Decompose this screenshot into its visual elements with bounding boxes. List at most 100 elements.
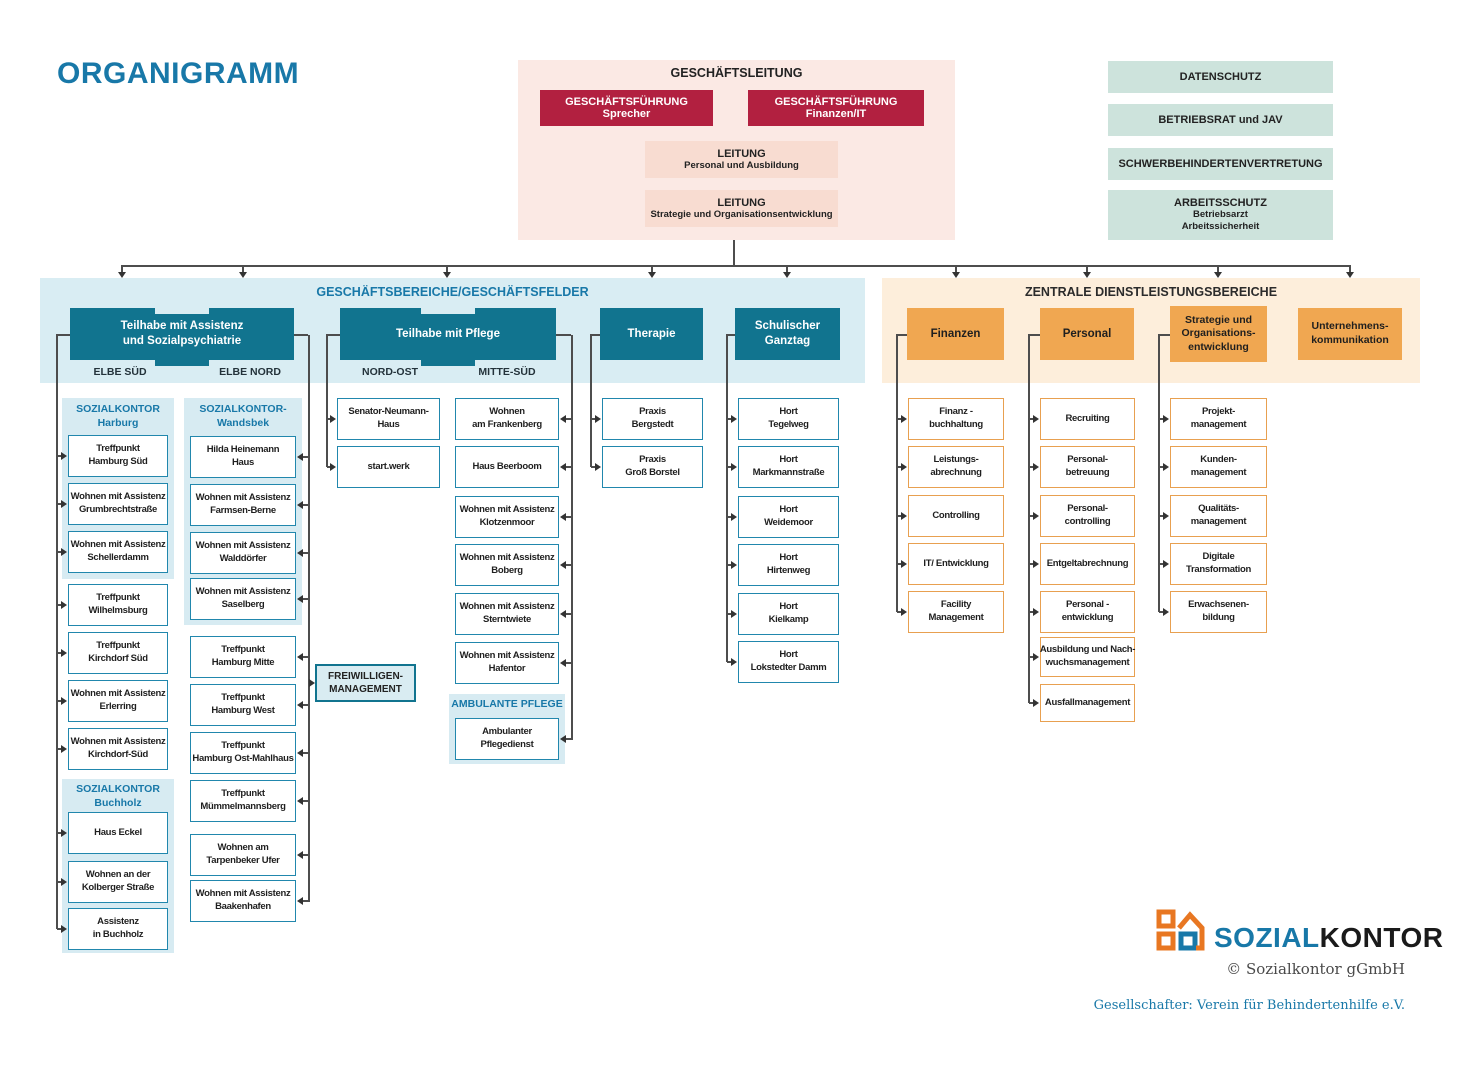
connector-stub <box>302 752 310 754</box>
org-box-label: Wilhelmsburg <box>88 605 148 616</box>
committee-title: ARBEITSSCHUTZ <box>1174 197 1267 210</box>
connector-rail <box>56 335 58 929</box>
arrowhead-right-icon <box>1033 653 1039 661</box>
org-box-label: Facility <box>940 599 972 611</box>
committee-box-arbeitsschutz: ARBEITSSCHUTZ Betriebsarzt Arbeitssicher… <box>1108 190 1333 240</box>
connector-branch-link <box>1158 334 1170 336</box>
branch-box-personal: Personal <box>1040 308 1134 360</box>
org-box-label: Hirtenweg <box>766 565 811 576</box>
branch-box-teilhabe-pflege: Teilhabe mit Pflege <box>340 308 556 360</box>
branch-box-therapie: Therapie <box>600 308 703 360</box>
org-box-label: Ausbildung und Nach- <box>1039 644 1136 656</box>
freiwilligen-management-box: FREIWILLIGEN- MANAGEMENT <box>315 664 416 702</box>
org-box-label: Digitale <box>1202 551 1235 563</box>
connector-stub <box>302 456 310 458</box>
connector-stub <box>1029 702 1034 704</box>
org-box-label: Kirchdorf-Süd <box>88 749 148 760</box>
connector-stub <box>591 418 596 420</box>
arrowhead-down-icon <box>1083 272 1091 278</box>
region-label-nord-ost: NORD-OST <box>362 366 418 378</box>
connector-rail <box>896 335 898 612</box>
org-box-label: Praxis <box>639 454 666 466</box>
org-box-label: Haus Eckel <box>94 826 142 838</box>
connector-feed <box>733 240 735 267</box>
lead-role: LEITUNG <box>717 148 766 160</box>
org-box-label: Assistenz <box>97 916 139 928</box>
arrowhead-right-icon <box>61 745 67 753</box>
connector-stub <box>727 516 732 518</box>
org-box-label: Personal- <box>1067 454 1108 466</box>
org-box-label: SOZIALKONTOR <box>76 403 160 416</box>
org-box-label: Praxis <box>639 406 666 418</box>
arrowhead-down-icon <box>1346 272 1354 278</box>
branch-box-teilhabe-assistenz: Teilhabe mit Assistenz und Sozialpsychia… <box>70 308 294 360</box>
org-box-label: management <box>1190 419 1247 430</box>
arrowhead-right-icon <box>1033 699 1039 707</box>
region-label-elbe-sued: ELBE SÜD <box>93 366 147 378</box>
copyright-text: © Sozialkontor gGmbH <box>1226 960 1405 978</box>
connector-drop <box>786 265 788 273</box>
org-box-label: Wohnen mit Assistenz <box>459 504 555 516</box>
connector-stub <box>57 604 62 606</box>
connector-stub <box>897 466 902 468</box>
arrowhead-down-icon <box>118 272 126 278</box>
executive-area: Finanzen/IT <box>805 108 867 120</box>
org-box-label: Wohnen mit Assistenz <box>70 539 166 551</box>
arrowhead-right-icon <box>595 463 601 471</box>
org-box-label: Boberg <box>491 565 523 576</box>
org-box: Personal-betreuung <box>1040 446 1135 488</box>
connector-stub <box>1029 515 1034 517</box>
arrowhead-right-icon <box>61 649 67 657</box>
connector-top-rail <box>121 265 1351 267</box>
arrowhead-right-icon <box>1163 512 1169 520</box>
org-box-label: Walddörfer <box>219 553 267 564</box>
connector-stub <box>897 515 902 517</box>
arrowhead-right-icon <box>731 610 737 618</box>
connector-branch-link <box>56 334 70 336</box>
org-box-label: Mümmelmannsberg <box>200 801 286 812</box>
org-box-label: Qualitäts- <box>1198 503 1239 515</box>
connector-stub <box>727 466 732 468</box>
arrowhead-left-icon <box>297 549 303 557</box>
connector-stub <box>565 662 573 664</box>
org-box-label: Hamburg Ost-Mahlhaus <box>192 753 294 764</box>
committee-box-datenschutz: DATENSCHUTZ <box>1108 61 1333 93</box>
arrowhead-right-icon <box>1033 415 1039 423</box>
org-box-label: Wohnen mit Assistenz <box>459 601 555 613</box>
connector-stub <box>57 748 62 750</box>
org-box-label: Klotzenmoor <box>479 517 535 528</box>
org-box: Controlling <box>908 495 1004 537</box>
arrowhead-right-icon <box>731 658 737 666</box>
connector-drop <box>1086 265 1088 273</box>
connector-stub <box>302 598 310 600</box>
arrowhead-right-icon <box>1163 415 1169 423</box>
org-box-label: Transformation <box>1186 564 1251 575</box>
org-box-label: Recruiting <box>1065 412 1110 424</box>
org-box-label: Treffpunkt <box>221 740 265 752</box>
arrowhead-right-icon <box>731 463 737 471</box>
org-box-label: Treffpunkt <box>221 644 265 656</box>
connector-drop <box>651 265 653 273</box>
org-box: start.werk <box>337 446 440 488</box>
connector-stub <box>727 613 732 615</box>
org-box-label: Harburg <box>97 417 139 429</box>
org-box-label: Hamburg Süd <box>88 456 148 467</box>
shareholder-text: Gesellschafter: Verein für Behindertenhi… <box>1093 998 1405 1013</box>
org-box: Kunden-management <box>1170 446 1267 488</box>
org-box-label: Entgeltabrechnung <box>1046 557 1129 569</box>
arrowhead-left-icon <box>297 701 303 709</box>
